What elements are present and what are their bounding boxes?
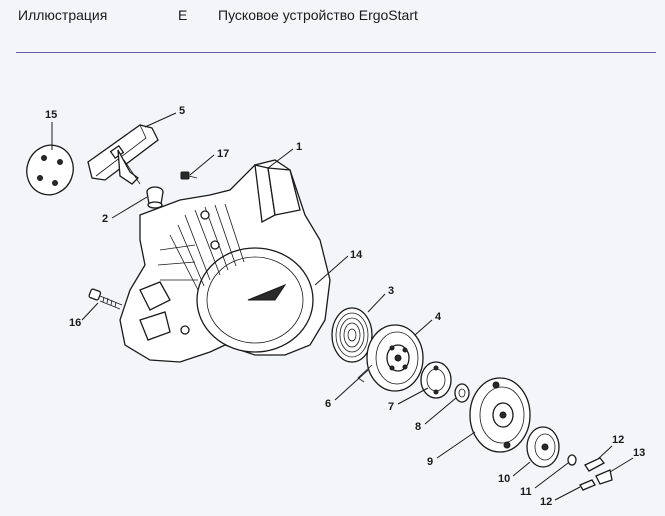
callout-15: 15 <box>45 109 57 150</box>
part-12-pin-upper <box>584 457 605 472</box>
part-11-washer <box>567 454 577 466</box>
part-10-rotor <box>526 426 560 468</box>
callout-4-label: 4 <box>435 311 442 323</box>
callout-6: 6 <box>325 369 369 410</box>
callout-16-label: 16 <box>69 317 81 329</box>
callout-14-label: 14 <box>350 249 363 261</box>
callout-labels: 15 5 17 1 2 14 3 4 16 6 7 8 9 10 11 12 1… <box>45 105 645 508</box>
page-header: Иллюстрация E Пусковое устройство ErgoSt… <box>0 0 665 40</box>
callout-8-label: 8 <box>415 421 421 433</box>
callout-7: 7 <box>388 387 429 413</box>
callout-9-label: 9 <box>427 456 433 468</box>
part-13-pawl <box>595 469 613 485</box>
part-8-washer <box>454 383 470 403</box>
callout-12-lower: 12 <box>540 486 581 508</box>
callout-8: 8 <box>415 397 457 433</box>
part-3-spring <box>331 307 373 363</box>
callout-5-label: 5 <box>179 105 185 117</box>
header-divider <box>16 52 656 53</box>
part-12-pin-lower <box>579 479 596 491</box>
part-2-grommet <box>146 186 164 209</box>
callout-11: 11 <box>520 462 569 498</box>
callout-3-label: 3 <box>388 285 394 297</box>
part-17-screw <box>180 171 198 180</box>
callout-7-label: 7 <box>388 401 394 413</box>
callout-5: 5 <box>144 105 185 128</box>
callout-10: 10 <box>498 461 531 485</box>
callout-12-upper: 12 <box>597 434 624 460</box>
part-9-pawl-carrier <box>469 377 531 453</box>
callout-1-label: 1 <box>296 141 302 153</box>
callout-2: 2 <box>102 196 148 225</box>
callout-10-label: 10 <box>498 473 510 485</box>
callout-17-label: 17 <box>217 148 229 160</box>
part-16-bolt <box>88 288 123 310</box>
callout-1: 1 <box>267 141 302 169</box>
callout-2-label: 2 <box>102 213 108 225</box>
callout-14: 14 <box>314 249 363 286</box>
callout-9: 9 <box>427 431 476 468</box>
section-label: Иллюстрация <box>18 7 108 23</box>
callout-12-upper-label: 12 <box>612 434 624 446</box>
callout-3: 3 <box>367 285 394 313</box>
callout-13-label: 13 <box>633 447 645 459</box>
part-5-handle <box>87 124 159 185</box>
callout-6-label: 6 <box>325 398 331 410</box>
part-4-rope-rotor <box>357 324 424 392</box>
part-1-fan-housing <box>119 159 331 363</box>
callout-12-lower-label: 12 <box>540 496 552 508</box>
callout-17: 17 <box>189 148 229 176</box>
page-title: Пусковое устройство ErgoStart <box>218 7 418 23</box>
callout-13: 13 <box>609 447 645 473</box>
section-code: E <box>178 7 188 23</box>
callout-4: 4 <box>414 311 442 336</box>
callout-16: 16 <box>69 302 99 329</box>
callout-11-label: 11 <box>520 486 532 498</box>
part-15-disc <box>26 144 74 196</box>
part-7-spring-housing <box>420 361 452 399</box>
callout-15-label: 15 <box>45 109 57 121</box>
